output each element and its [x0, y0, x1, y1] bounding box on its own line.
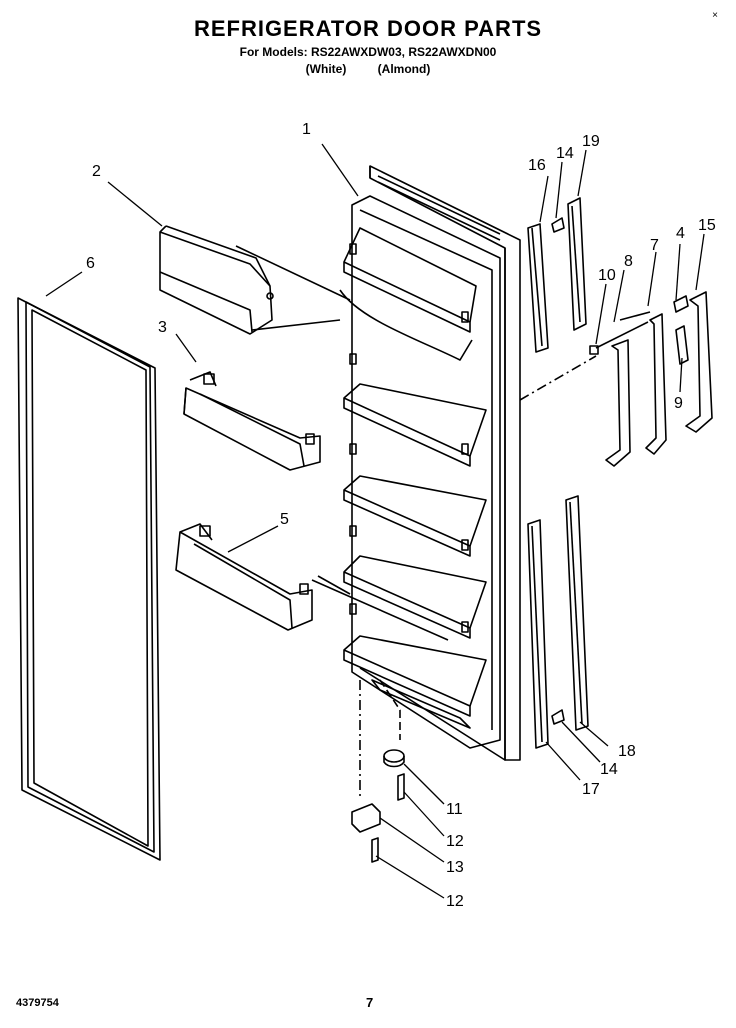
- callout-13: 13: [446, 859, 464, 876]
- callout-16: 16: [528, 157, 546, 174]
- door-liner-part-1: [339, 165, 521, 761]
- callout-10: 10: [598, 267, 616, 284]
- clip-part-10: [589, 345, 599, 355]
- handle-part-18: [565, 495, 589, 731]
- callout-2: 2: [92, 163, 101, 180]
- callout-19: 19: [582, 133, 600, 150]
- door-trim-part-17: [527, 519, 549, 749]
- dairy-door-part-2: [159, 225, 274, 335]
- color-almond-label: (Almond): [377, 62, 431, 76]
- color-variants: (White) (Almond): [0, 62, 736, 76]
- leader-lines: [45, 143, 705, 899]
- color-white-label: (White): [305, 62, 347, 76]
- door-bin-part-5: [175, 523, 313, 631]
- screw-part-4: [673, 295, 689, 313]
- part-number: 4379754: [16, 997, 59, 1009]
- callout-15: 15: [698, 217, 716, 234]
- screw-part-14a: [551, 217, 565, 233]
- callout-1: 1: [302, 121, 311, 138]
- page-number: 7: [366, 995, 374, 1010]
- callout-7: 7: [650, 237, 659, 254]
- bracket-part-7: [645, 313, 667, 455]
- callout-12b: 12: [446, 893, 464, 910]
- callout-14a: 14: [556, 145, 574, 162]
- handle-part-19: [567, 197, 587, 331]
- callout-11: 11: [446, 801, 463, 818]
- callout-3: 3: [158, 319, 167, 336]
- callout-6: 6: [86, 255, 95, 272]
- callout-14b: 14: [600, 761, 618, 778]
- callout-17: 17: [582, 781, 600, 798]
- page-title: REFRIGERATOR DOOR PARTS: [193, 16, 543, 41]
- screw-part-12b: [371, 837, 379, 863]
- callout-5: 5: [280, 511, 289, 528]
- hinge-part-11: [383, 749, 405, 768]
- door-bin-part-3: [183, 371, 321, 471]
- screw-part-9: [675, 325, 689, 365]
- callout-18: 18: [618, 743, 636, 760]
- door-trim-part-16: [527, 223, 549, 353]
- callout-8: 8: [624, 253, 633, 270]
- models-line: For Models: RS22AWXDW03, RS22AWXDN00: [239, 45, 497, 59]
- callout-4: 4: [676, 225, 685, 242]
- corner-mark: ×: [712, 10, 718, 21]
- door-gasket-part-6: [17, 297, 161, 861]
- screw-part-12a: [397, 773, 405, 801]
- callout-9: 9: [674, 395, 683, 412]
- screw-part-14b: [551, 709, 565, 725]
- callout-12a: 12: [446, 833, 464, 850]
- hinge-part-13: [351, 803, 381, 833]
- bracket-part-8: [605, 339, 631, 467]
- callout-labels: 1 2 3 4 5 6 7 8 9 10 11 12 12 13 14 14 1…: [86, 121, 716, 910]
- bracket-part-15: [685, 291, 713, 433]
